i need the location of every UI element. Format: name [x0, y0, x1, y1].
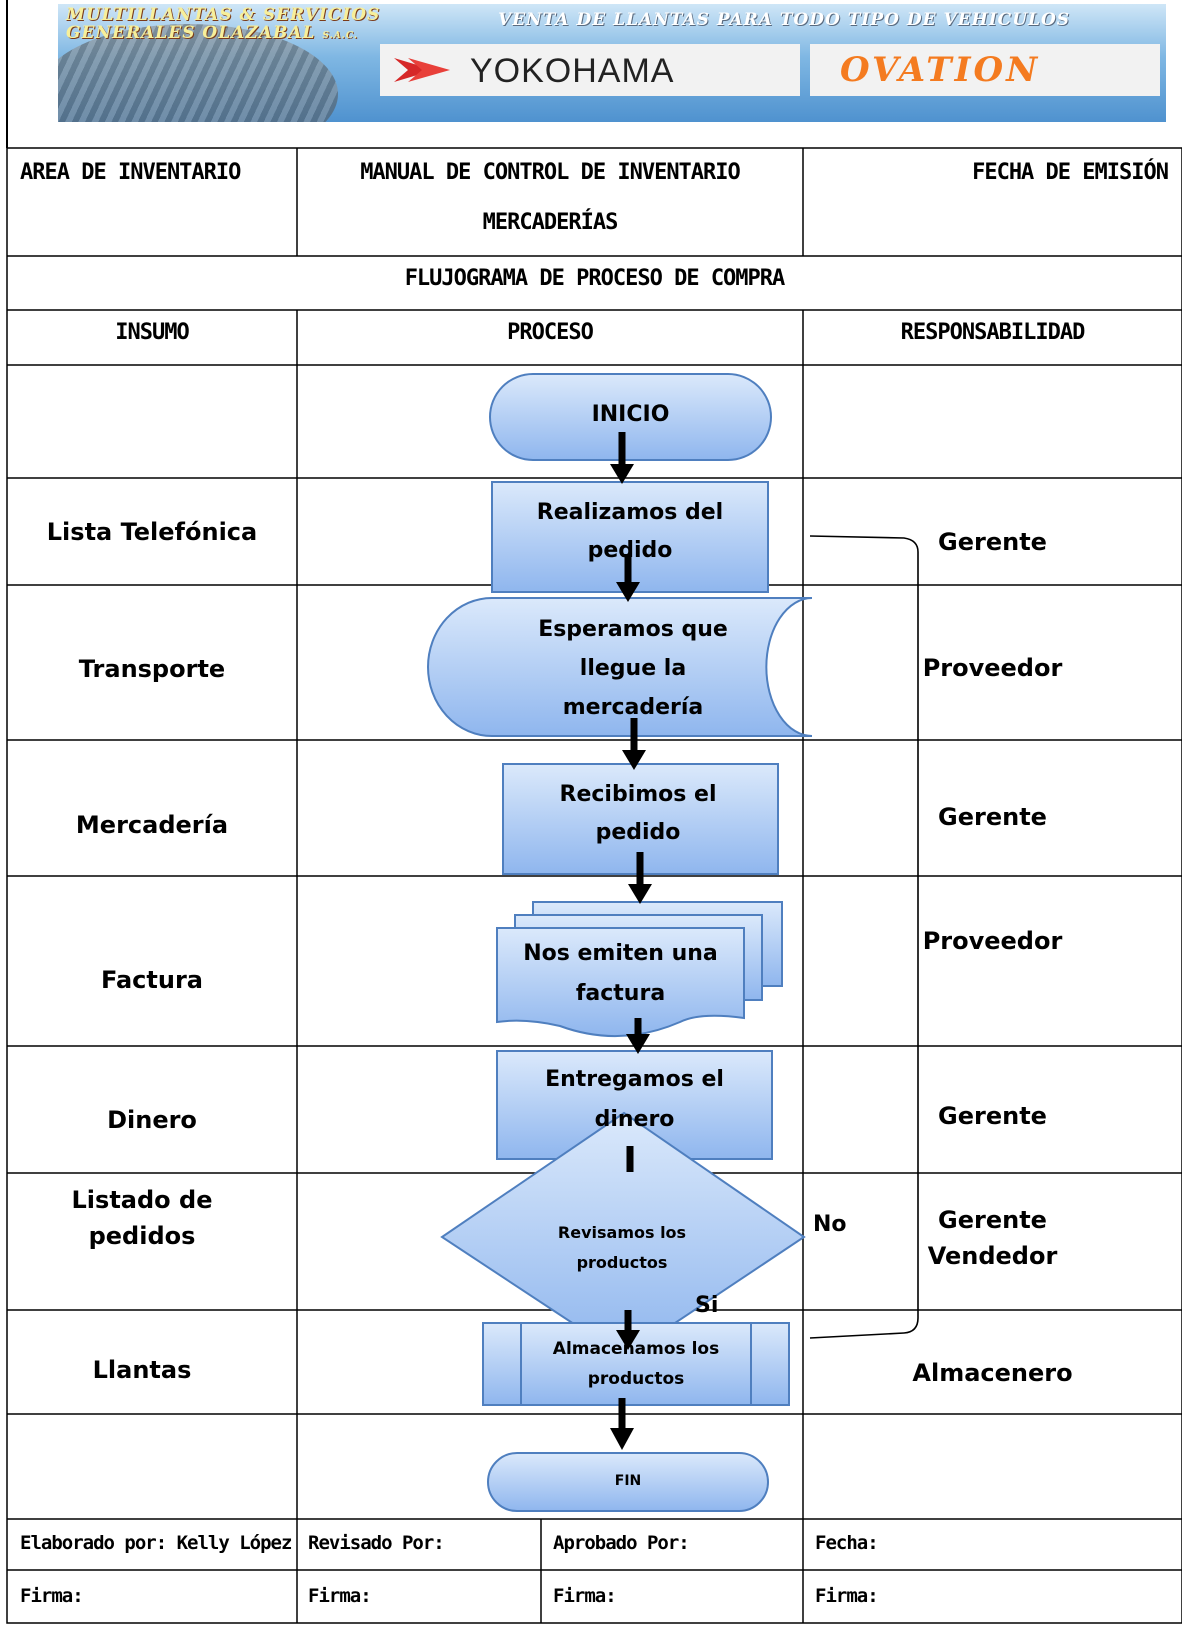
- resp-gerente-3: Gerente: [938, 1102, 1047, 1130]
- insumo-factura: Factura: [101, 966, 203, 994]
- entregar-line1: Entregamos el: [545, 1067, 724, 1092]
- resp-gerente-2: Gerente: [938, 803, 1047, 831]
- footer-firma-3: Firma:: [553, 1585, 617, 1607]
- manual-title-line1: MANUAL DE CONTROL DE INVENTARIO: [360, 160, 741, 185]
- manual-title-line2: MERCADERÍAS: [482, 210, 619, 235]
- entregar-line2: dinero: [594, 1107, 675, 1132]
- revisar-line2: productos: [576, 1253, 668, 1272]
- col-header-proceso: PROCESO: [507, 320, 594, 345]
- resp-gerente-line: Gerente: [938, 1206, 1047, 1234]
- no-feedback-connector: [809, 535, 919, 1339]
- company-line2: GENERALES OLAZABAL: [66, 23, 316, 43]
- realizar-pedido-label: Realizamos del pedido: [492, 494, 768, 570]
- realizar-line2: pedido: [587, 538, 673, 563]
- almacenar-productos-label: Almacenamos los productos: [521, 1334, 751, 1394]
- arrow-4-head: [628, 884, 652, 904]
- footer-elaborado: Elaborado por: Kelly López: [20, 1532, 292, 1554]
- company-suffix: S.A.C.: [322, 31, 358, 41]
- footer-firma-1: Firma:: [20, 1585, 84, 1607]
- start-label: INICIO: [591, 402, 670, 427]
- recibir-pedido-label: Recibimos el pedido: [503, 776, 773, 852]
- flow-title: FLUJOGRAMA DE PROCESO DE COMPRA: [404, 266, 786, 291]
- footer-firma-2: Firma:: [308, 1585, 372, 1607]
- resp-vendedor-line: Vendedor: [927, 1242, 1058, 1270]
- factura-line1: Nos emiten una: [523, 941, 718, 966]
- fecha-emision-label: FECHA DE EMISIÓN: [972, 160, 1169, 185]
- recibir-line1: Recibimos el: [559, 782, 717, 807]
- resp-gerente-vendedor: Gerente Vendedor: [803, 1202, 1182, 1274]
- insumo-listado-line2: pedidos: [88, 1222, 196, 1250]
- ovation-logo: OVATION: [810, 44, 1160, 96]
- brand-ovation: OVATION: [840, 50, 1041, 90]
- insumo-dinero: Dinero: [107, 1106, 197, 1134]
- insumo-transporte: Transporte: [78, 655, 226, 683]
- brand-yokohama: YOKOHAMA: [470, 52, 675, 90]
- insumo-llantas: Llantas: [92, 1356, 192, 1384]
- end-terminator: [487, 1452, 769, 1512]
- resp-gerente-1: Gerente: [938, 528, 1047, 556]
- esperar-mercaderia-label: Esperamos que llegue la mercadería: [478, 610, 788, 727]
- entregar-dinero-label: Entregamos el dinero: [497, 1060, 772, 1140]
- arrow-3-head: [622, 750, 646, 770]
- insumo-lista-telefonica: Lista Telefónica: [46, 518, 258, 546]
- col-header-responsabilidad: RESPONSABILIDAD: [900, 320, 1086, 345]
- arrow-8-head: [610, 1428, 634, 1450]
- yokohama-mark-icon: [394, 58, 450, 82]
- esperar-line3: mercadería: [562, 695, 704, 720]
- arrow-1-head: [610, 464, 634, 484]
- footer-revisado: Revisado Por:: [308, 1532, 445, 1554]
- footer-fecha: Fecha:: [815, 1532, 879, 1554]
- insumo-listado-line1: Listado de: [71, 1186, 213, 1214]
- almacenar-line2: productos: [587, 1369, 685, 1389]
- recibir-line2: pedido: [595, 820, 681, 845]
- outer-border: [6, 0, 8, 148]
- decision-no-label: No: [813, 1212, 847, 1237]
- table-grid: [6, 147, 1182, 1624]
- revisar-productos-label: Revisamos los productos: [522, 1218, 722, 1278]
- banner-image: MULTILLANTAS & SERVICIOS GENERALES OLAZA…: [58, 4, 1166, 122]
- realizar-line1: Realizamos del: [536, 500, 724, 525]
- stored-data-esperar: [427, 597, 813, 737]
- esperar-line1: Esperamos que: [538, 617, 728, 642]
- esperar-line2: llegue la: [579, 656, 687, 681]
- company-line1: MULTILLANTAS & SERVICIOS: [66, 5, 381, 25]
- arrow-5-head: [626, 1034, 650, 1054]
- start-terminator: [489, 373, 772, 461]
- company-name: MULTILLANTAS & SERVICIOS GENERALES OLAZA…: [66, 6, 380, 45]
- area-label: AREA DE INVENTARIO: [20, 160, 241, 185]
- arrow-2-head: [616, 582, 640, 602]
- footer-firma-4: Firma:: [815, 1585, 879, 1607]
- resp-almacenero: Almacenero: [912, 1359, 1073, 1387]
- end-label: FIN: [614, 1473, 642, 1489]
- almacenar-line1: Almacenamos los: [552, 1339, 720, 1359]
- decision-si-label: Si: [695, 1293, 719, 1318]
- factura-line2: factura: [575, 981, 666, 1006]
- factura-label: Nos emiten una factura: [497, 934, 744, 1014]
- insumo-mercaderia: Mercadería: [75, 811, 229, 839]
- yokohama-logo: YOKOHAMA: [380, 44, 800, 96]
- banner-tagline: VENTA DE LLANTAS PARA TODO TIPO DE VEHIC…: [498, 10, 1071, 30]
- resp-proveedor-2: Proveedor: [922, 927, 1063, 955]
- footer-aprobado: Aprobado Por:: [553, 1532, 690, 1554]
- col-header-insumo: INSUMO: [115, 320, 189, 345]
- insumo-listado-pedidos: Listado de pedidos: [7, 1182, 277, 1254]
- revisar-line1: Revisamos los: [557, 1223, 687, 1242]
- arrow-7-head: [616, 1330, 640, 1350]
- resp-proveedor-1: Proveedor: [922, 654, 1063, 682]
